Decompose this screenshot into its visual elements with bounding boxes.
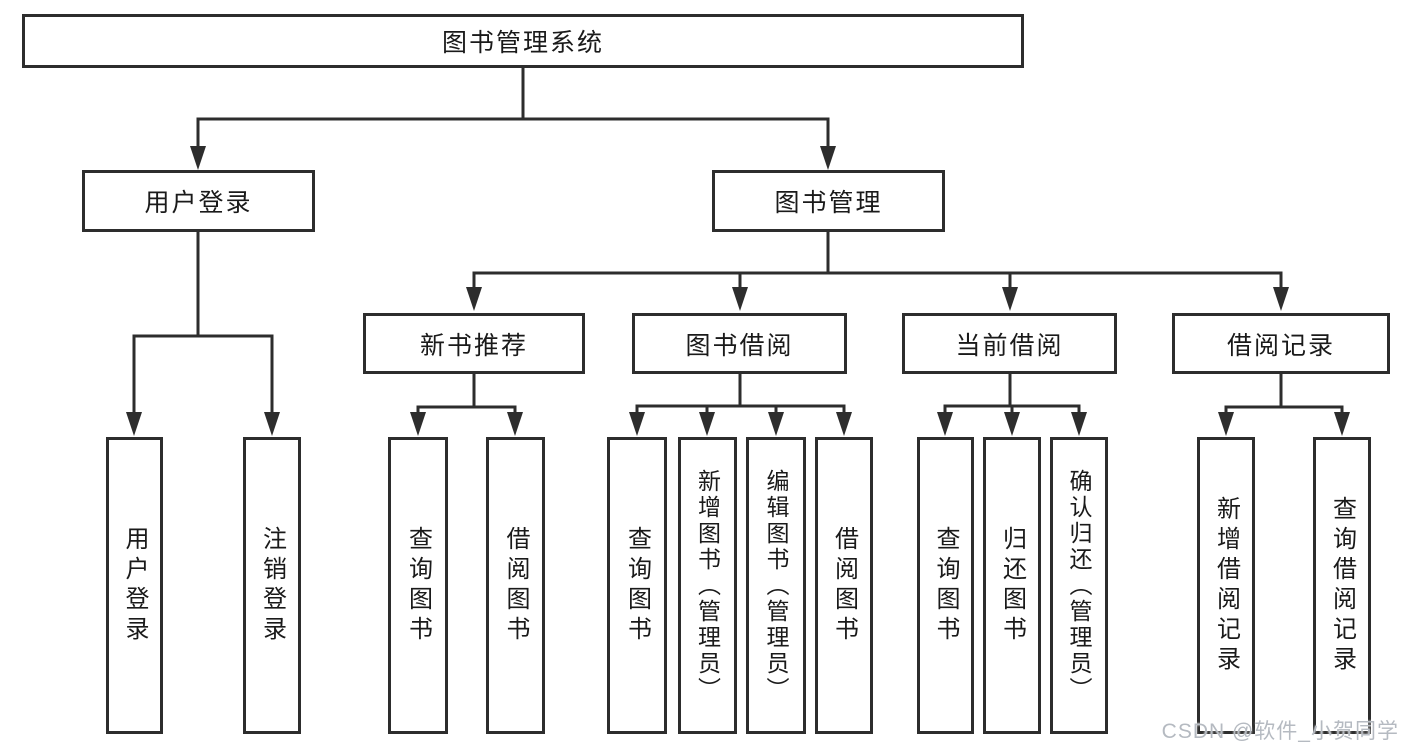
leaf-label: 用户登录 — [121, 525, 148, 646]
leaf-label: 借阅图书 — [502, 525, 529, 646]
node-root: 图书管理系统 — [22, 14, 1024, 68]
node-new-book-recommend: 新书推荐 — [363, 313, 585, 374]
leaf-logout-action: 注销登录 — [243, 437, 301, 734]
leaf-label: 新增借阅记录 — [1212, 495, 1240, 676]
leaf-label: 归还图书 — [998, 525, 1026, 646]
leaf-label: 查询借阅记录 — [1328, 495, 1356, 676]
leaf-label: 借阅图书 — [830, 525, 858, 646]
leaf-label: 编辑图书（管理员） — [763, 468, 789, 703]
node-current-borrowing-label: 当前借阅 — [955, 331, 1064, 360]
leaf-borrow-books-recommend: 借阅图书 — [486, 437, 545, 734]
node-book-management: 图书管理 — [712, 170, 945, 232]
leaf-confirm-return-admin: 确认归还（管理员） — [1050, 437, 1108, 734]
node-user-login-label: 用户登录 — [144, 189, 253, 217]
leaf-borrow-books-borrowing: 借阅图书 — [815, 437, 873, 734]
leaf-add-books-admin: 新增图书（管理员） — [678, 437, 737, 734]
node-root-label: 图书管理系统 — [441, 29, 604, 57]
leaf-user-login-action: 用户登录 — [106, 437, 163, 734]
node-current-borrowing: 当前借阅 — [902, 313, 1117, 374]
leaf-label: 确认归还（管理员） — [1066, 468, 1092, 703]
leaf-add-borrow-record: 新增借阅记录 — [1197, 437, 1255, 734]
node-book-management-label: 图书管理 — [774, 189, 883, 217]
leaf-query-books-borrowing: 查询图书 — [607, 437, 667, 734]
leaf-label: 查询图书 — [404, 525, 432, 646]
csdn-watermark: CSDN @软件_小贺同学 — [1161, 720, 1399, 743]
node-user-login: 用户登录 — [82, 170, 315, 232]
node-borrowing-records-label: 借阅记录 — [1226, 331, 1335, 360]
leaf-label: 查询图书 — [932, 525, 959, 646]
leaf-edit-books-admin: 编辑图书（管理员） — [746, 437, 806, 734]
leaf-label: 新增图书（管理员） — [694, 468, 721, 703]
leaf-return-books: 归还图书 — [983, 437, 1041, 734]
leaf-query-books-recommend: 查询图书 — [388, 437, 448, 734]
leaf-label: 查询图书 — [623, 525, 651, 646]
node-book-borrowing-label: 图书借阅 — [685, 331, 794, 360]
node-borrowing-records: 借阅记录 — [1172, 313, 1390, 374]
leaf-query-books-current: 查询图书 — [917, 437, 974, 734]
node-book-borrowing: 图书借阅 — [632, 313, 847, 374]
leaf-label: 注销登录 — [258, 525, 286, 646]
node-new-book-recommend-label: 新书推荐 — [419, 331, 528, 360]
leaf-query-borrow-record: 查询借阅记录 — [1313, 437, 1371, 734]
